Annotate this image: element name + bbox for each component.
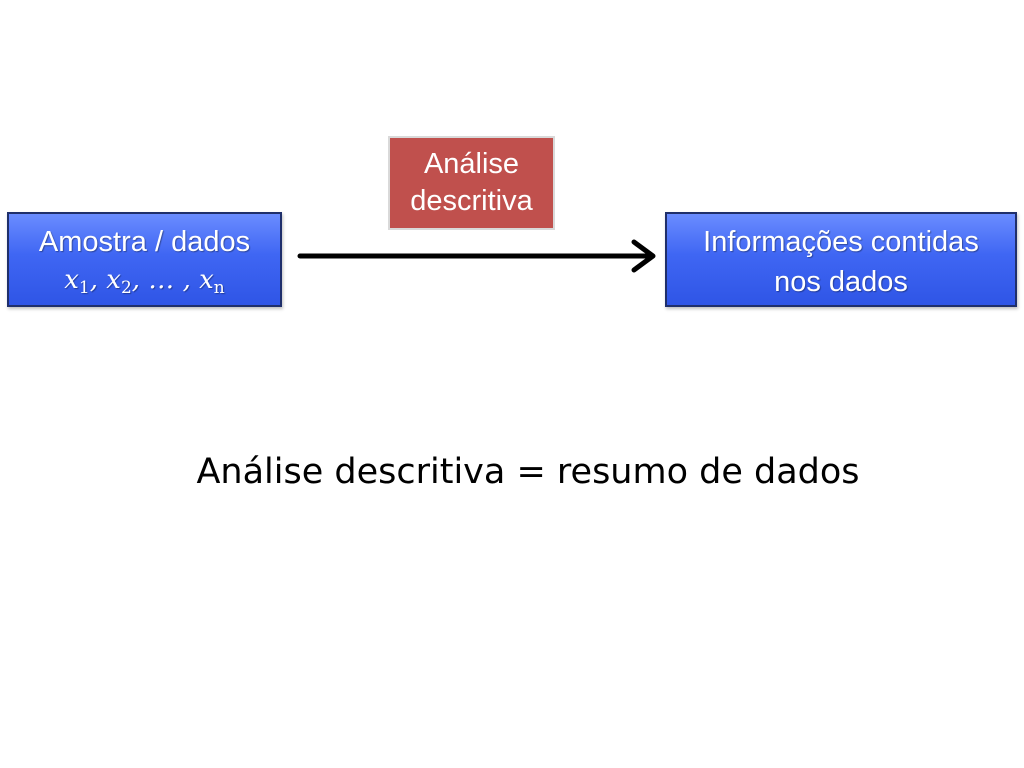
information-box: Informações contidas nos dados — [665, 212, 1017, 307]
sub-2: 2 — [120, 278, 132, 298]
arrow-head — [631, 239, 656, 273]
information-label-line2: nos dados — [774, 266, 908, 298]
slide-caption: Análise descritiva = resumo de dados — [196, 452, 860, 492]
var-x2: x — [106, 265, 121, 295]
analysis-label-line1: Análise — [423, 148, 520, 180]
sample-values-formula: x1, x2, … , xn — [64, 265, 225, 298]
sample-data-label: Amostra / dados — [38, 226, 251, 258]
sub-n: n — [213, 278, 225, 298]
analysis-label-line2: descritiva — [410, 185, 533, 217]
var-xn: x — [199, 265, 214, 295]
information-label-line1: Informações contidas — [703, 226, 979, 258]
sub-1: 1 — [78, 278, 90, 298]
var-x1: x — [64, 265, 79, 295]
ellipsis: , … , — [131, 265, 200, 295]
sample-data-box: Amostra / dados x1, x2, … , xn — [7, 212, 282, 307]
descriptive-analysis-box: Análise descritiva — [388, 136, 555, 230]
flow-arrow — [297, 239, 656, 273]
